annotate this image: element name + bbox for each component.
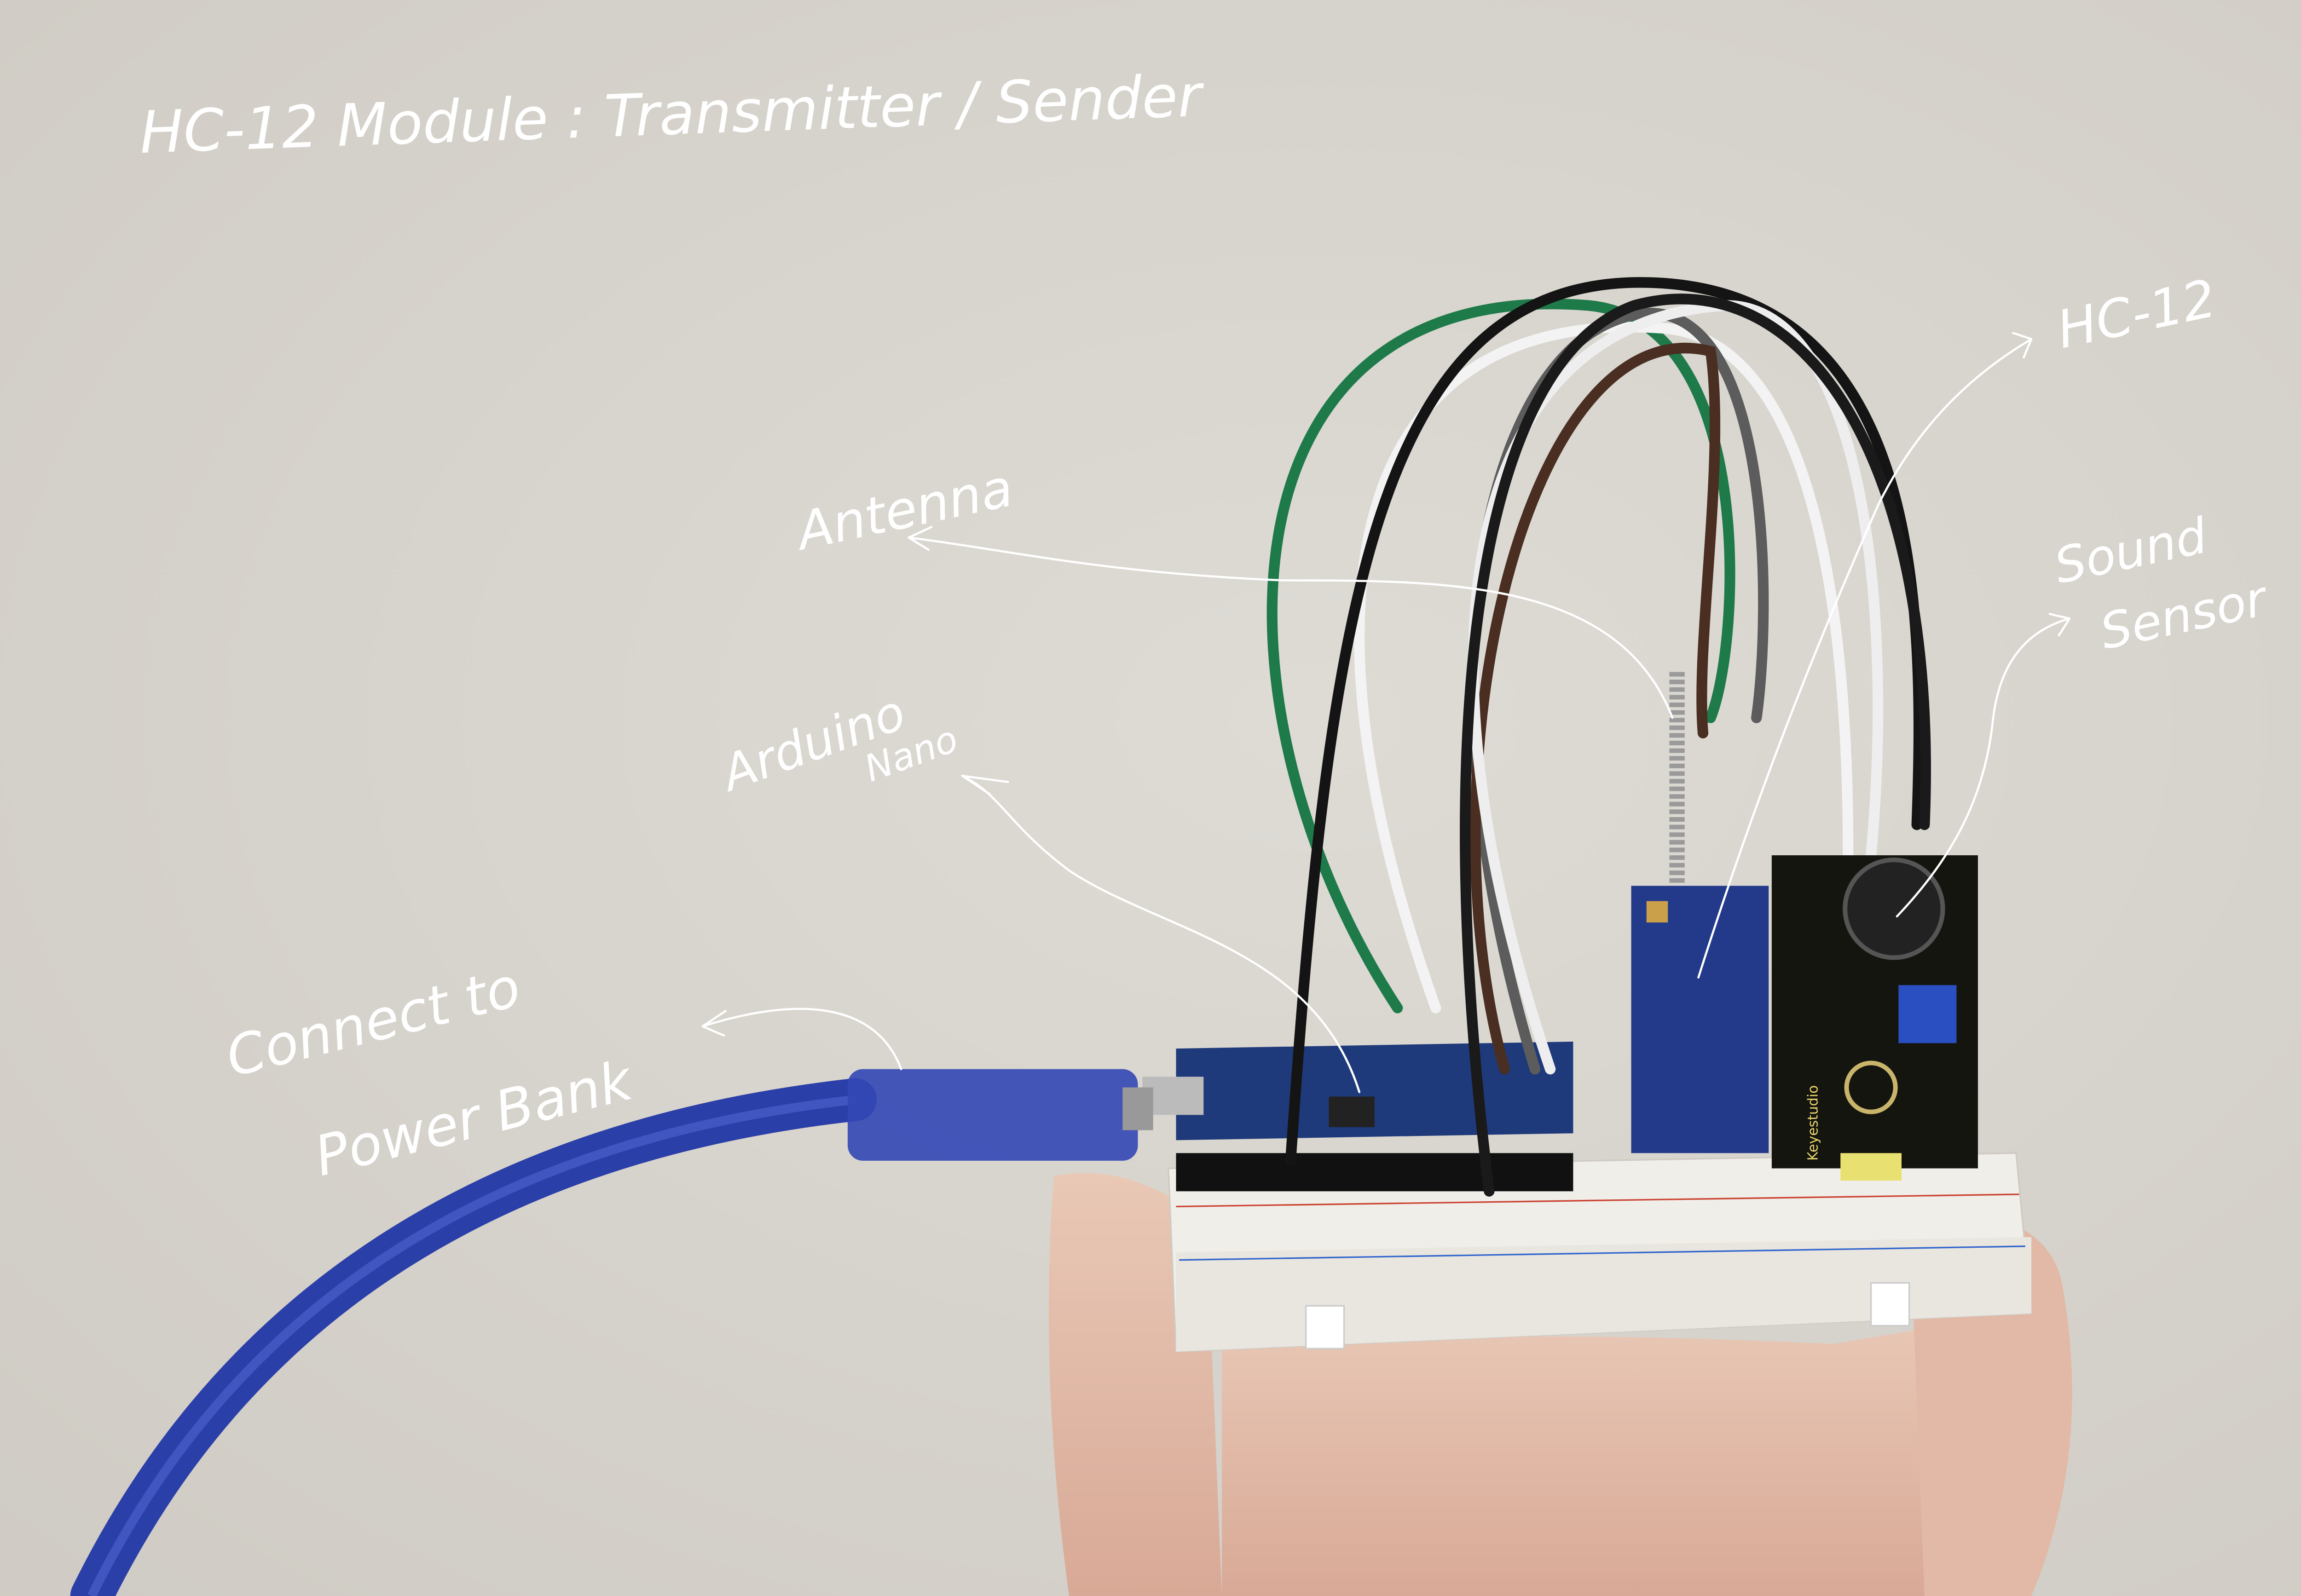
- hand: [1048, 1173, 2072, 1596]
- breadboard: [1168, 1152, 2032, 1353]
- hc12-module: [1631, 672, 1769, 1153]
- sensor-brand-label: Keyestudio: [1805, 1085, 1821, 1161]
- jumper-wires: [1266, 277, 1931, 1197]
- antenna-arrow: [908, 525, 1674, 719]
- power-arrow: [701, 1008, 902, 1071]
- usb-cable: [70, 1069, 1153, 1596]
- hc12-arrow: [1697, 332, 2033, 979]
- sound-arrow: [1896, 613, 2071, 918]
- arduino-arrow: [961, 775, 1361, 1093]
- sound-sensor: Keyestudio: [1771, 855, 1978, 1181]
